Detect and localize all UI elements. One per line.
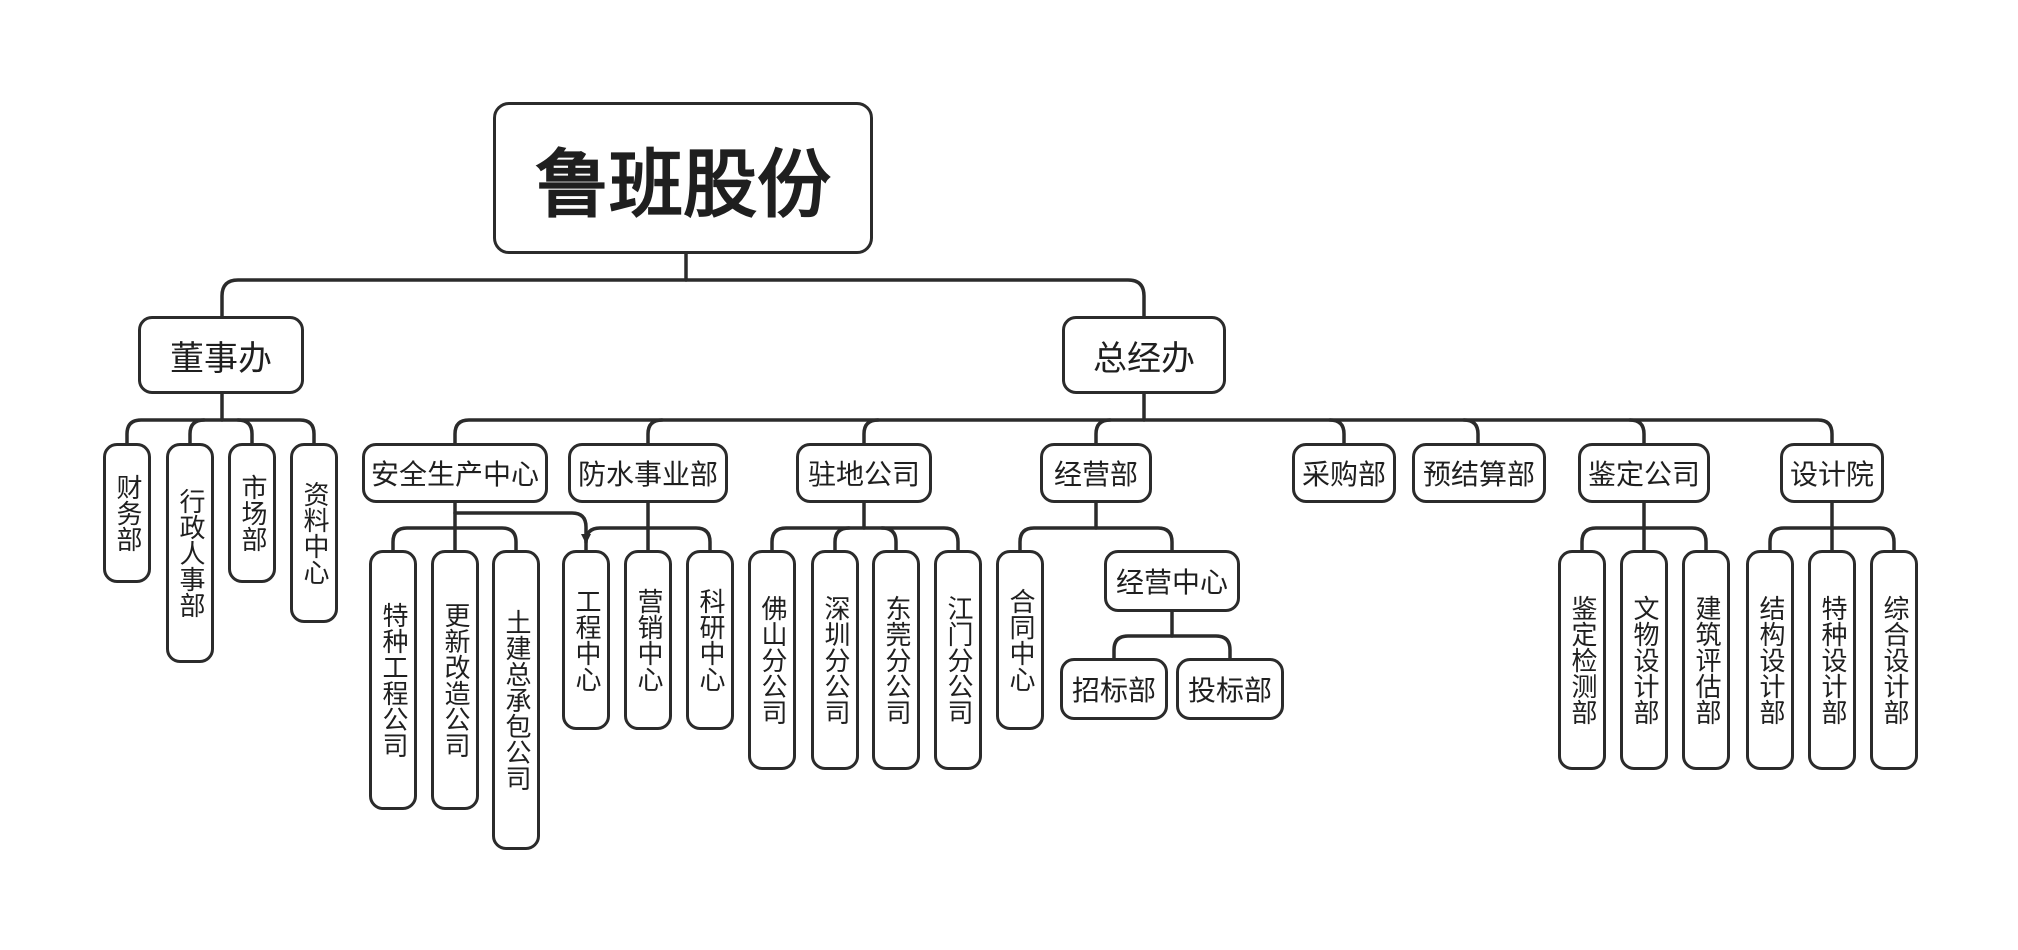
node-tezhongsheji: 特种设计部 xyxy=(1808,550,1856,770)
node-xingzhengrenshibu: 行政人事部 xyxy=(166,443,214,663)
node-shenzhenfengongsi: 深圳分公司 xyxy=(811,550,859,770)
node-zhudigongsi: 驻地公司 xyxy=(796,443,932,503)
node-fangshuishiyebu: 防水事业部 xyxy=(568,443,728,503)
node-jiegousheji: 结构设计部 xyxy=(1746,550,1794,770)
node-tezhonggongcheng: 特种工程公司 xyxy=(369,550,417,810)
node-dongshiban: 董事办 xyxy=(138,316,304,394)
node-jiandingjiance: 鉴定检测部 xyxy=(1558,550,1606,770)
node-zongjingban: 总经办 xyxy=(1062,316,1226,394)
node-toubiaobu: 投标部 xyxy=(1176,658,1284,720)
node-yingxiaozhongxin: 营销中心 xyxy=(624,550,672,730)
node-zhaobiaobu: 招标部 xyxy=(1060,658,1168,720)
node-shichangbu: 市场部 xyxy=(228,443,276,583)
node-gongchengzhongxin: 工程中心 xyxy=(562,550,610,730)
node-keyanzhongxin: 科研中心 xyxy=(686,550,734,730)
node-jiangmenfengongsi: 江门分公司 xyxy=(934,550,982,770)
node-wenwusheji: 文物设计部 xyxy=(1620,550,1668,770)
node-zonghesheji: 综合设计部 xyxy=(1870,550,1918,770)
node-gengxingaizao: 更新改造公司 xyxy=(431,550,479,810)
root-node: 鲁班股份 xyxy=(493,102,873,254)
node-caigoubu: 采购部 xyxy=(1292,443,1396,503)
node-foshanfengongsi: 佛山分公司 xyxy=(748,550,796,770)
node-ziliaozhongxin: 资料中心 xyxy=(290,443,338,623)
node-jianzhupinggu: 建筑评估部 xyxy=(1682,550,1730,770)
node-yujiesuanbu: 预结算部 xyxy=(1412,443,1546,503)
node-anquanshengchan: 安全生产中心 xyxy=(362,443,548,503)
node-jingyingzhongxin: 经营中心 xyxy=(1104,550,1240,612)
node-shejiyuan: 设计院 xyxy=(1780,443,1884,503)
node-jingyingbu: 经营部 xyxy=(1040,443,1152,503)
node-dongguanfengongsi: 东莞分公司 xyxy=(872,550,920,770)
node-caiwubu: 财务部 xyxy=(103,443,151,583)
node-hetongzhongxin: 合同中心 xyxy=(996,550,1044,730)
node-jiandinggongsi: 鉴定公司 xyxy=(1578,443,1710,503)
node-tujianzongchengbao: 土建总承包公司 xyxy=(492,550,540,850)
